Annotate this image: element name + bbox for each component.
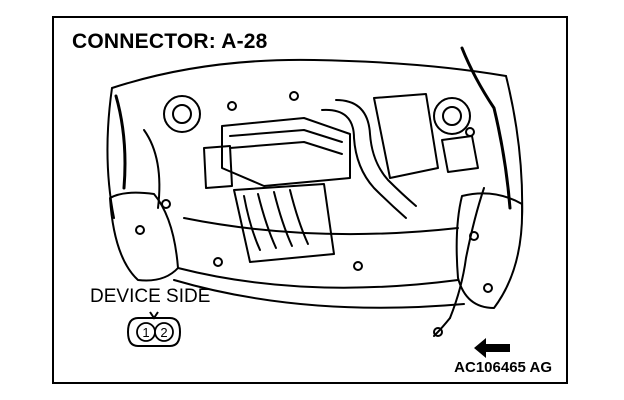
figure-id: AC106465 AG: [454, 359, 552, 376]
connector-title: CONNECTOR: A-28: [72, 30, 268, 53]
valve-cover: [221, 117, 351, 187]
connector-pointer-arrow: [474, 338, 510, 358]
engine-bay-drawing: 1 2: [106, 46, 524, 358]
pin-1-label: 1: [142, 325, 149, 340]
battery: [441, 135, 479, 173]
radiator-support: [183, 217, 459, 236]
front-bumper: [173, 279, 465, 309]
left-headlight: [109, 191, 179, 282]
pin-2: [154, 322, 174, 342]
reservoir: [203, 145, 233, 189]
right-headlight: [455, 192, 524, 309]
air-cleaner: [373, 93, 439, 179]
left-strut-tower: [163, 95, 201, 133]
diagram-frame: 1 2 CONNECTOR: A-28 DEVICE SIDE AC106465…: [52, 16, 568, 384]
device-side-connector: 1 2: [126, 311, 182, 347]
intake-runner: [243, 195, 261, 251]
air-intake-hose: [321, 108, 407, 219]
device-side-label: DEVICE SIDE: [90, 286, 211, 307]
pin-2-label: 2: [160, 325, 167, 340]
hood-front-edge: [111, 58, 507, 89]
right-strut-tower: [433, 97, 471, 135]
